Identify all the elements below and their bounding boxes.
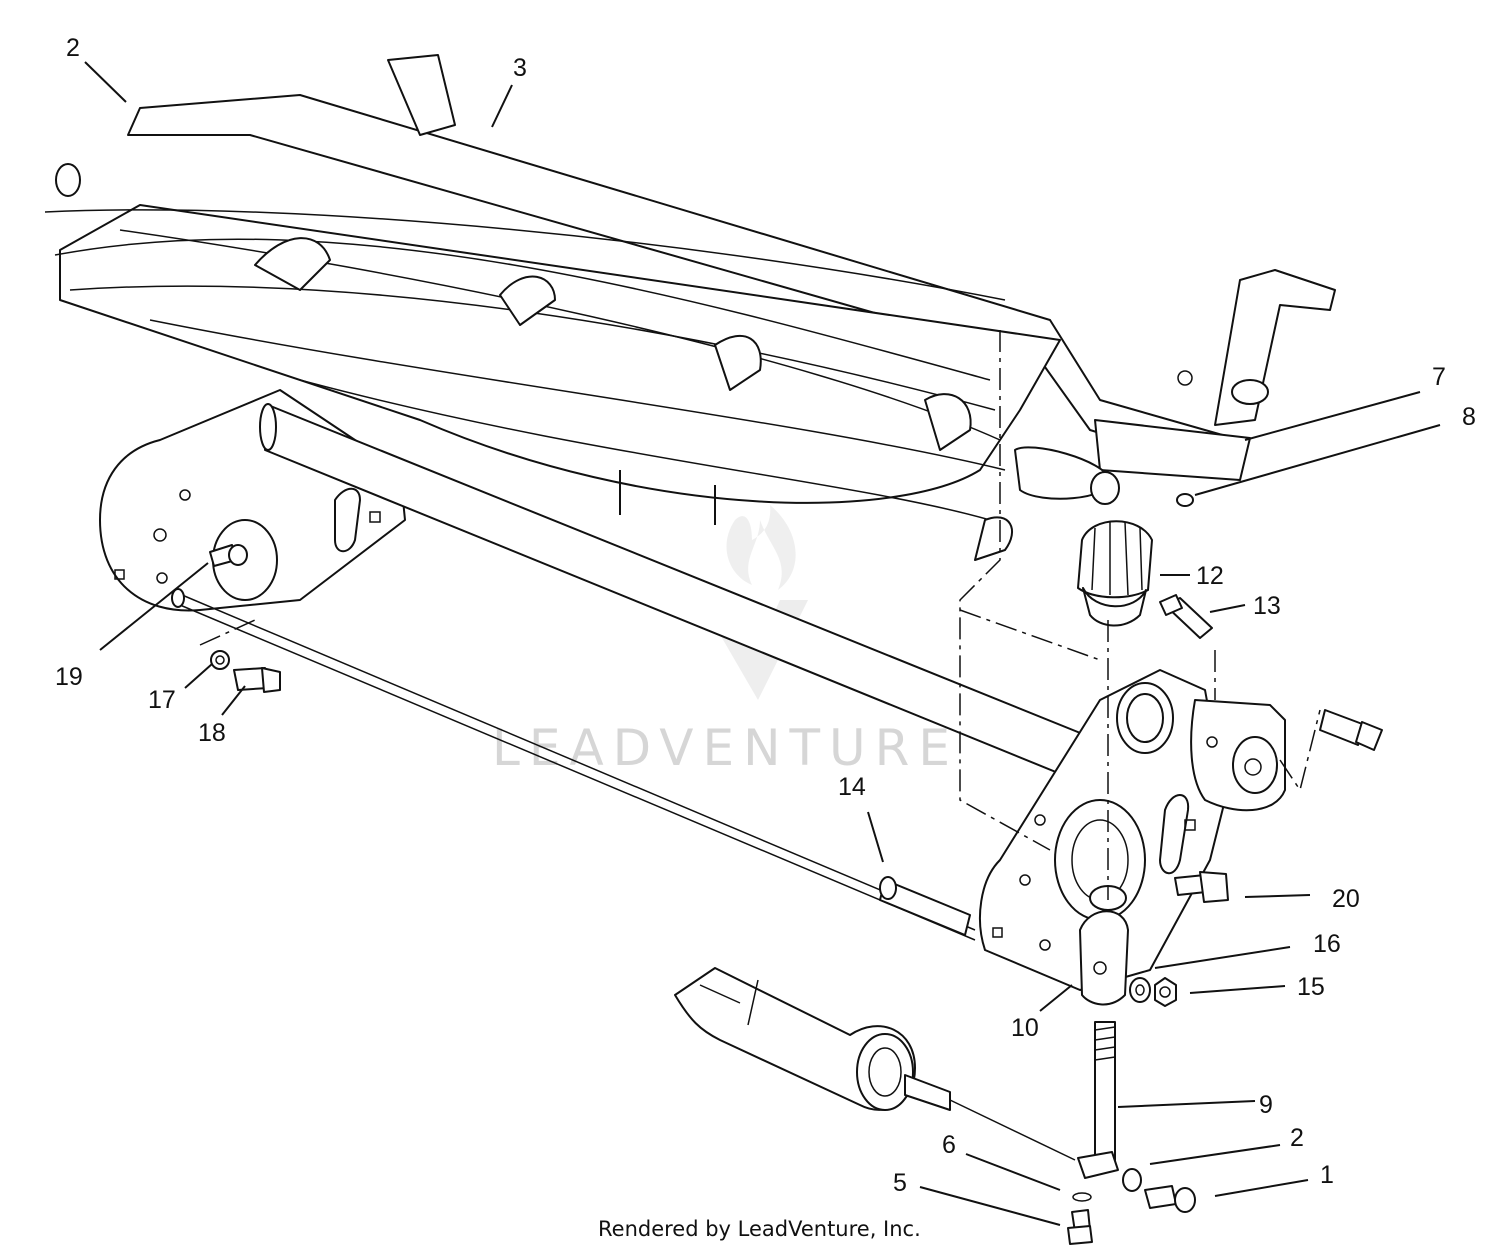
screw-19 [209, 544, 248, 567]
bolt-18 [233, 667, 281, 693]
callout-18: 18 [198, 719, 226, 747]
adjusting-bolt [1319, 709, 1383, 751]
bedknife [1094, 419, 1251, 481]
roller-axis-line [949, 1099, 1076, 1161]
callout-7: 7 [1432, 363, 1446, 391]
callout-3: 3 [513, 54, 527, 82]
adjuster-knob-12 [1077, 520, 1153, 627]
callout-14: 14 [838, 773, 866, 801]
cutting-reel [44, 163, 1120, 561]
tie-rod [171, 588, 976, 941]
callout-16: 16 [1313, 930, 1341, 958]
callout-6: 6 [942, 1131, 956, 1159]
callout-13: 13 [1253, 592, 1281, 620]
assembly-lines [199, 330, 1321, 900]
callout-labels: 2 3 7 8 12 13 19 17 18 14 20 16 15 10 9 … [55, 34, 1476, 1197]
washer-16 [1129, 977, 1151, 1003]
screw-8 [1176, 493, 1194, 507]
callout-19: 19 [55, 663, 83, 691]
callout-1: 1 [1320, 1161, 1334, 1189]
rendered-by-credit: Rendered by LeadVenture, Inc. [598, 1217, 921, 1241]
callout-9: 9 [1259, 1091, 1273, 1119]
leader-lines [84, 61, 1441, 1226]
left-side-plate [99, 389, 406, 612]
callout-2-top: 2 [66, 34, 80, 62]
lock-washer-17 [210, 650, 230, 670]
callout-2-bottom: 2 [1290, 1124, 1304, 1152]
watermark-text: LEADVENTURE [492, 719, 959, 777]
washer-2-lower [1122, 1168, 1142, 1192]
callout-12: 12 [1196, 562, 1224, 590]
clip-6 [1072, 1192, 1092, 1202]
bearing-housing [1190, 699, 1286, 812]
callout-10: 10 [1011, 1014, 1039, 1042]
bolt-1 [1144, 1185, 1196, 1213]
callout-20: 20 [1332, 885, 1360, 913]
lower-block [1077, 1151, 1119, 1179]
callout-5: 5 [893, 1169, 907, 1197]
bolt-20 [1174, 871, 1229, 903]
bolt-5 [1067, 1209, 1093, 1245]
callout-8: 8 [1462, 403, 1476, 431]
callout-17: 17 [148, 686, 176, 714]
rear-roller [674, 967, 951, 1111]
nut-15 [1154, 977, 1177, 1007]
screw-13 [1159, 594, 1213, 639]
callout-15: 15 [1297, 973, 1325, 1001]
threaded-rod-9 [1094, 1021, 1116, 1161]
